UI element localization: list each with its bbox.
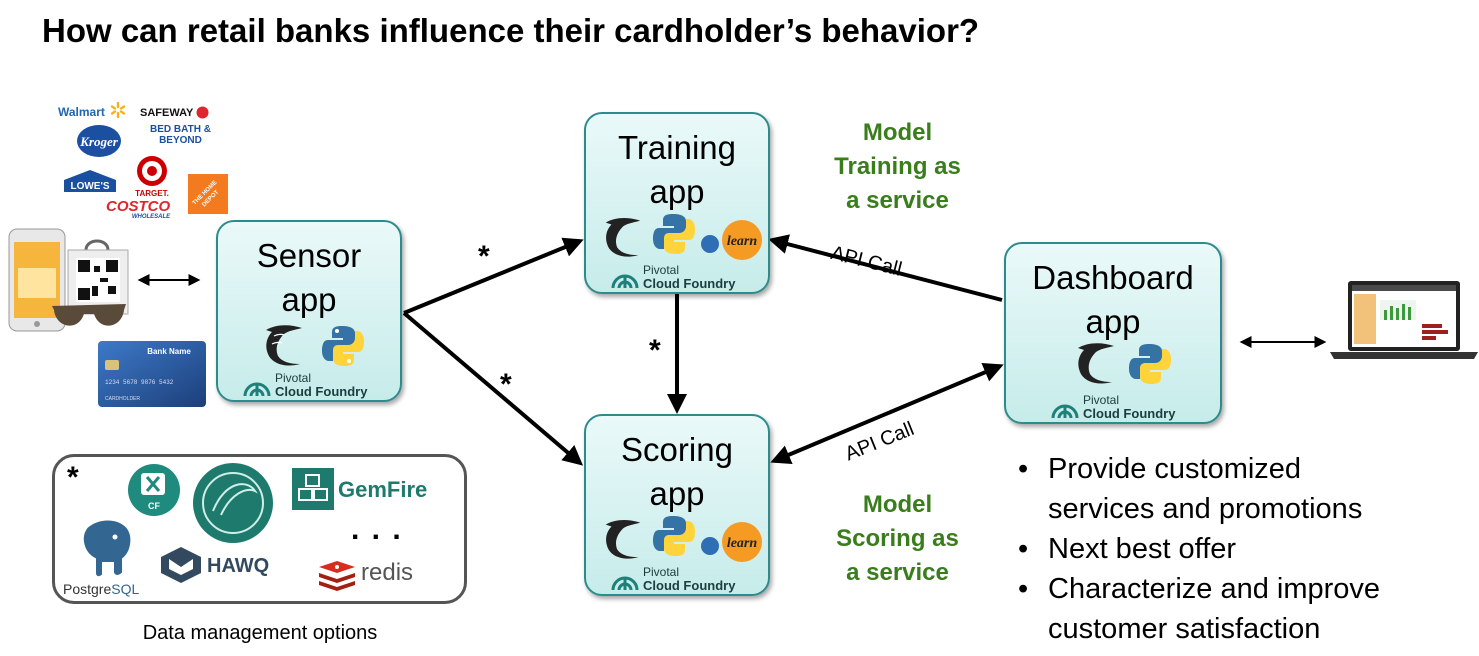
- flask-icon: [1078, 343, 1114, 384]
- hawq-icon: [161, 547, 201, 583]
- redis-icon: [319, 561, 355, 591]
- postgresql-elephant-icon: [81, 519, 133, 579]
- svg-text:learn: learn: [727, 536, 758, 551]
- dashboard-app-subtitle: app: [1085, 303, 1141, 340]
- arrow-sensor-to-training: [403, 237, 584, 315]
- star-marker: *: [67, 461, 79, 494]
- credit-card-icon: Bank Name 1234 5678 9876 5432 CARDHOLDER: [98, 341, 206, 407]
- svg-text:learn: learn: [727, 234, 758, 249]
- star-marker: *: [649, 334, 661, 367]
- qr-shopping-bag-icon: [67, 239, 129, 315]
- gemfire-icon: [292, 468, 334, 510]
- greenplum-logo: [193, 463, 273, 543]
- sunglasses-icon: [52, 304, 126, 326]
- bed-bath-beyond-logo: BED BATH &BEYOND: [150, 124, 211, 146]
- pivotal-cloud-foundry-icon: [611, 576, 639, 590]
- svg-text:Kroger: Kroger: [79, 134, 119, 149]
- sensor-app-subtitle: app: [281, 281, 337, 318]
- sklearn-icon: learn: [701, 220, 762, 260]
- data-management-caption: Data management options: [142, 622, 378, 644]
- smartphone-icon: [8, 228, 66, 332]
- svg-text:1234 5678 9876 5432: 1234 5678 9876 5432: [105, 379, 174, 386]
- svg-text:CF: CF: [148, 501, 160, 511]
- python-icon: [653, 214, 695, 254]
- bullet-icon: •: [1018, 573, 1029, 605]
- page-title: How can retail banks influence their car…: [42, 12, 980, 49]
- python-icon: [1129, 344, 1171, 384]
- redis-label: redis: [361, 559, 414, 586]
- svg-text:TARGET.: TARGET.: [135, 189, 169, 198]
- pivotal-cloud-foundry-icon: [611, 274, 639, 288]
- data-management-box: * CF GemFire . . . PostgreSQL HAWQ redis: [52, 454, 467, 604]
- safeway-s-icon: [196, 106, 209, 119]
- python-icon: [322, 326, 364, 366]
- flask-icon: [266, 325, 302, 366]
- gemfire-label: GemFire: [338, 477, 428, 502]
- pivotal-cloud-foundry-icon: [1051, 404, 1079, 418]
- arrow-dashboard-to-training: [768, 234, 1003, 302]
- arrow-sensor-to-scoring: [402, 311, 584, 466]
- flask-icon: [605, 218, 641, 257]
- lowes-logo: LOWE'S: [64, 170, 116, 192]
- svg-text:CARDHOLDER: CARDHOLDER: [105, 396, 140, 402]
- scoring-app-title: Scoring: [621, 431, 733, 468]
- home-depot-logo: THE HOME DEPOT: [188, 174, 228, 214]
- walmart-spark-icon: [110, 102, 126, 118]
- training-app-title: Training: [618, 129, 736, 166]
- python-icon: [653, 516, 695, 556]
- target-logo: TARGET.: [135, 156, 169, 198]
- sklearn-icon: learn: [701, 522, 762, 562]
- costco-logo: COSTCO WHOLESALE: [106, 198, 171, 220]
- scoring-app-subtitle: app: [649, 475, 705, 512]
- dashboard-app-title: Dashboard: [1032, 259, 1194, 296]
- list-item: • Next best offer: [1018, 529, 1380, 569]
- sensor-app-title: Sensor: [256, 237, 362, 274]
- pivotal-cloud-foundry-icon: [243, 382, 271, 396]
- svg-text:Bank Name: Bank Name: [147, 347, 191, 356]
- arrow-dashboard-scoring: [770, 362, 1004, 465]
- kroger-logo: Kroger: [77, 125, 121, 157]
- postgresql-label: PostgreSQL: [63, 581, 140, 597]
- training-app-subtitle: app: [649, 173, 705, 210]
- safeway-logo: SAFEWAY: [140, 107, 194, 119]
- star-marker: *: [500, 368, 512, 401]
- flask-icon: [605, 520, 641, 559]
- ellipsis: . . .: [351, 513, 403, 546]
- star-marker: *: [478, 240, 490, 273]
- bullet-icon: •: [1018, 533, 1029, 565]
- laptop-icon: [1330, 281, 1478, 359]
- svg-text:LOWE'S: LOWE'S: [70, 181, 109, 192]
- bullet-icon: •: [1018, 453, 1029, 485]
- hawq-label: HAWQ: [207, 555, 270, 577]
- cf-logo: CF: [128, 464, 180, 516]
- walmart-logo: Walmart: [58, 105, 105, 119]
